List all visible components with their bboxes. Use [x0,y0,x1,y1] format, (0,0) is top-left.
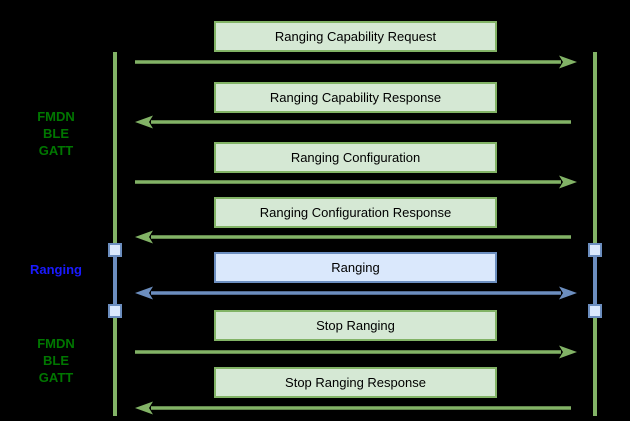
message-box: Ranging Capability Response [214,82,497,113]
phase-label-line: BLE [43,353,69,368]
message-label: Stop Ranging [316,318,395,333]
arrow-right-icon [135,55,577,69]
message-label: Ranging Configuration [290,150,421,165]
message-box: Stop Ranging Response [214,367,497,398]
activation-marker [108,243,122,257]
message-label: Ranging Configuration Response [259,205,452,220]
activation-marker [588,243,602,257]
phase-label-line: GATT [38,370,74,385]
message-box: Ranging [214,252,497,283]
message-label: Ranging [331,260,380,275]
message-box: Ranging Configuration Response [214,197,497,228]
activation-marker [108,304,122,318]
phase-label-fmdn-ble-gatt-top: FMDN BLE GATT [11,108,101,159]
arrow-right-icon [135,345,577,359]
lifeline-right [593,52,597,416]
lifeline-left-ranging-segment [113,250,117,310]
message-label: Ranging Capability Request [274,29,437,44]
arrow-left-icon [135,401,571,415]
message-box: Ranging Capability Request [214,21,497,52]
arrow-left-icon [135,230,571,244]
phase-label-line: FMDN [37,109,75,124]
phase-label-line: BLE [43,126,69,141]
phase-label-line: Ranging [30,262,82,277]
arrow-right-icon [135,175,577,189]
message-label: Ranging Capability Response [269,90,442,105]
message-label: Stop Ranging Response [285,375,426,390]
activation-marker [588,304,602,318]
lifeline-right-ranging-segment [593,250,597,310]
arrow-bidirectional-icon [135,286,577,300]
message-box: Ranging Configuration [214,142,497,173]
phase-label-fmdn-ble-gatt-bottom: FMDN BLE GATT [11,335,101,386]
phase-label-ranging: Ranging [11,261,101,278]
phase-label-line: FMDN [37,336,75,351]
message-box: Stop Ranging [214,310,497,341]
arrow-left-icon [135,115,571,129]
phase-label-line: GATT [38,143,74,158]
lifeline-left [113,52,117,416]
